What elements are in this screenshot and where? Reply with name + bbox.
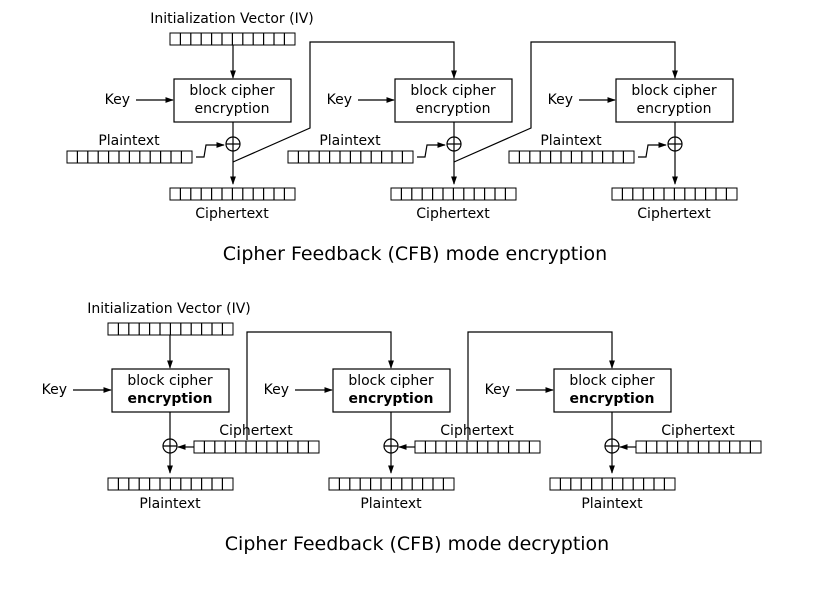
feedback-line-2 [453,41,678,163]
enc-stage-2: Key block cipher encryption Plaintext Ci… [287,78,517,222]
key-label: Key [327,92,352,108]
xor-icon [383,438,399,454]
key-label: Key [548,92,573,108]
ciphertext-register [193,440,320,454]
box-label-line2: encryption [128,391,213,407]
decryption-title: Cipher Feedback (CFB) mode decryption [225,533,609,555]
box-label-line2: encryption [416,101,491,117]
plaintext-register [508,150,635,164]
dec-stage-3: Key block cipher encryption Ciphertext P… [485,368,762,512]
plaintext-arrow [638,142,667,158]
decryption-section: Initialization Vector (IV) Key block cip… [42,301,762,555]
ciphertext-register [390,187,517,201]
ciphertext-register [414,440,541,454]
box-label-line1: block cipher [348,373,434,389]
box-label-line1: block cipher [569,373,655,389]
dec-stage-2: Key block cipher encryption Ciphertext P… [264,368,541,512]
xor-icon [604,438,620,454]
dec-stage-1: Key block cipher encryption Ciphertext P… [42,368,320,512]
key-label: Key [264,382,289,398]
ciphertext-register [635,440,762,454]
key-label: Key [105,92,130,108]
block-cipher-box [394,78,513,123]
key-label: Key [42,382,67,398]
box-label-line1: block cipher [189,83,275,99]
xor-icon [225,136,241,152]
plaintext-label: Plaintext [540,133,602,149]
ciphertext-label: Ciphertext [195,206,269,222]
enc-stage-3: Key block cipher encryption Plaintext Ci… [508,78,738,222]
key-label: Key [485,382,510,398]
encryption-title: Cipher Feedback (CFB) mode encryption [223,243,607,265]
plaintext-label: Plaintext [581,496,643,512]
plaintext-register [66,150,193,164]
iv-register-enc [169,32,296,46]
feedback-line-1 [232,41,457,163]
block-cipher-box [173,78,292,123]
box-label-line2: encryption [637,101,712,117]
feedback-line-2 [467,331,615,440]
ciphertext-label: Ciphertext [637,206,711,222]
box-label-line2: encryption [349,391,434,407]
feedback-line-1 [246,331,394,440]
plaintext-register [287,150,414,164]
ciphertext-label: Ciphertext [416,206,490,222]
encryption-section: Initialization Vector (IV) Key block cip… [66,11,738,265]
plaintext-register [107,477,234,491]
ciphertext-label: Ciphertext [661,423,735,439]
box-label-line2: encryption [570,391,655,407]
plaintext-label: Plaintext [98,133,160,149]
plaintext-arrow [417,142,446,158]
box-label-line1: block cipher [410,83,496,99]
ciphertext-register [611,187,738,201]
iv-label-dec: Initialization Vector (IV) [87,301,251,317]
plaintext-label: Plaintext [319,133,381,149]
box-label-line2: encryption [195,101,270,117]
block-cipher-box [111,368,230,413]
plaintext-register [328,477,455,491]
plaintext-register [549,477,676,491]
plaintext-arrow [196,142,225,158]
xor-icon [162,438,178,454]
box-label-line1: block cipher [127,373,213,389]
ciphertext-label: Ciphertext [440,423,514,439]
iv-register-dec [107,322,234,336]
ciphertext-register [169,187,296,201]
enc-stage-1: Key block cipher encryption Plaintext Ci… [66,78,296,222]
iv-label-enc: Initialization Vector (IV) [150,11,314,27]
box-label-line1: block cipher [631,83,717,99]
plaintext-label: Plaintext [139,496,201,512]
xor-icon [446,136,462,152]
ciphertext-label: Ciphertext [219,423,293,439]
xor-icon [667,136,683,152]
plaintext-label: Plaintext [360,496,422,512]
